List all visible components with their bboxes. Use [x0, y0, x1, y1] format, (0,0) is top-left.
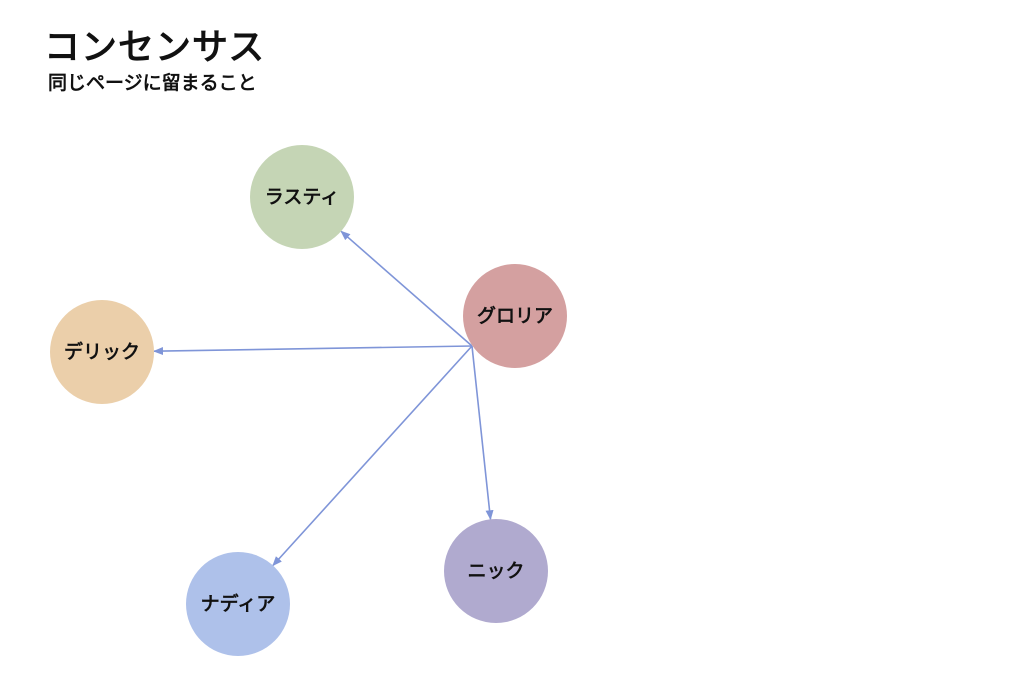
- node-label-rusty: ラスティ: [265, 186, 339, 208]
- node-circle-derrick: [50, 300, 154, 404]
- node-circle-rusty: [250, 145, 354, 249]
- edge-gloria-to-rusty: [340, 230, 473, 347]
- edge-gloria-to-nadia: [272, 345, 473, 567]
- node-gloria: グロリア: [463, 264, 567, 368]
- node-nick: ニック: [444, 519, 548, 623]
- edge-gloria-to-nick: [471, 345, 494, 521]
- page-title: コンセンサス: [44, 26, 266, 68]
- node-derrick: デリック: [50, 300, 154, 404]
- node-nadia: ナディア: [186, 552, 290, 656]
- node-circle-nick: [444, 519, 548, 623]
- node-label-nick: ニック: [467, 560, 524, 582]
- edges-layer: [153, 230, 494, 567]
- edge-gloria-to-derrick: [153, 345, 473, 356]
- node-rusty: ラスティ: [250, 145, 354, 249]
- page-subtitle: 同じページに留まること: [48, 72, 257, 94]
- node-circle-nadia: [186, 552, 290, 656]
- node-label-nadia: ナディア: [201, 592, 276, 615]
- node-label-gloria: グロリア: [477, 304, 553, 327]
- node-circle-gloria: [463, 264, 567, 368]
- node-label-derrick: デリック: [64, 340, 140, 363]
